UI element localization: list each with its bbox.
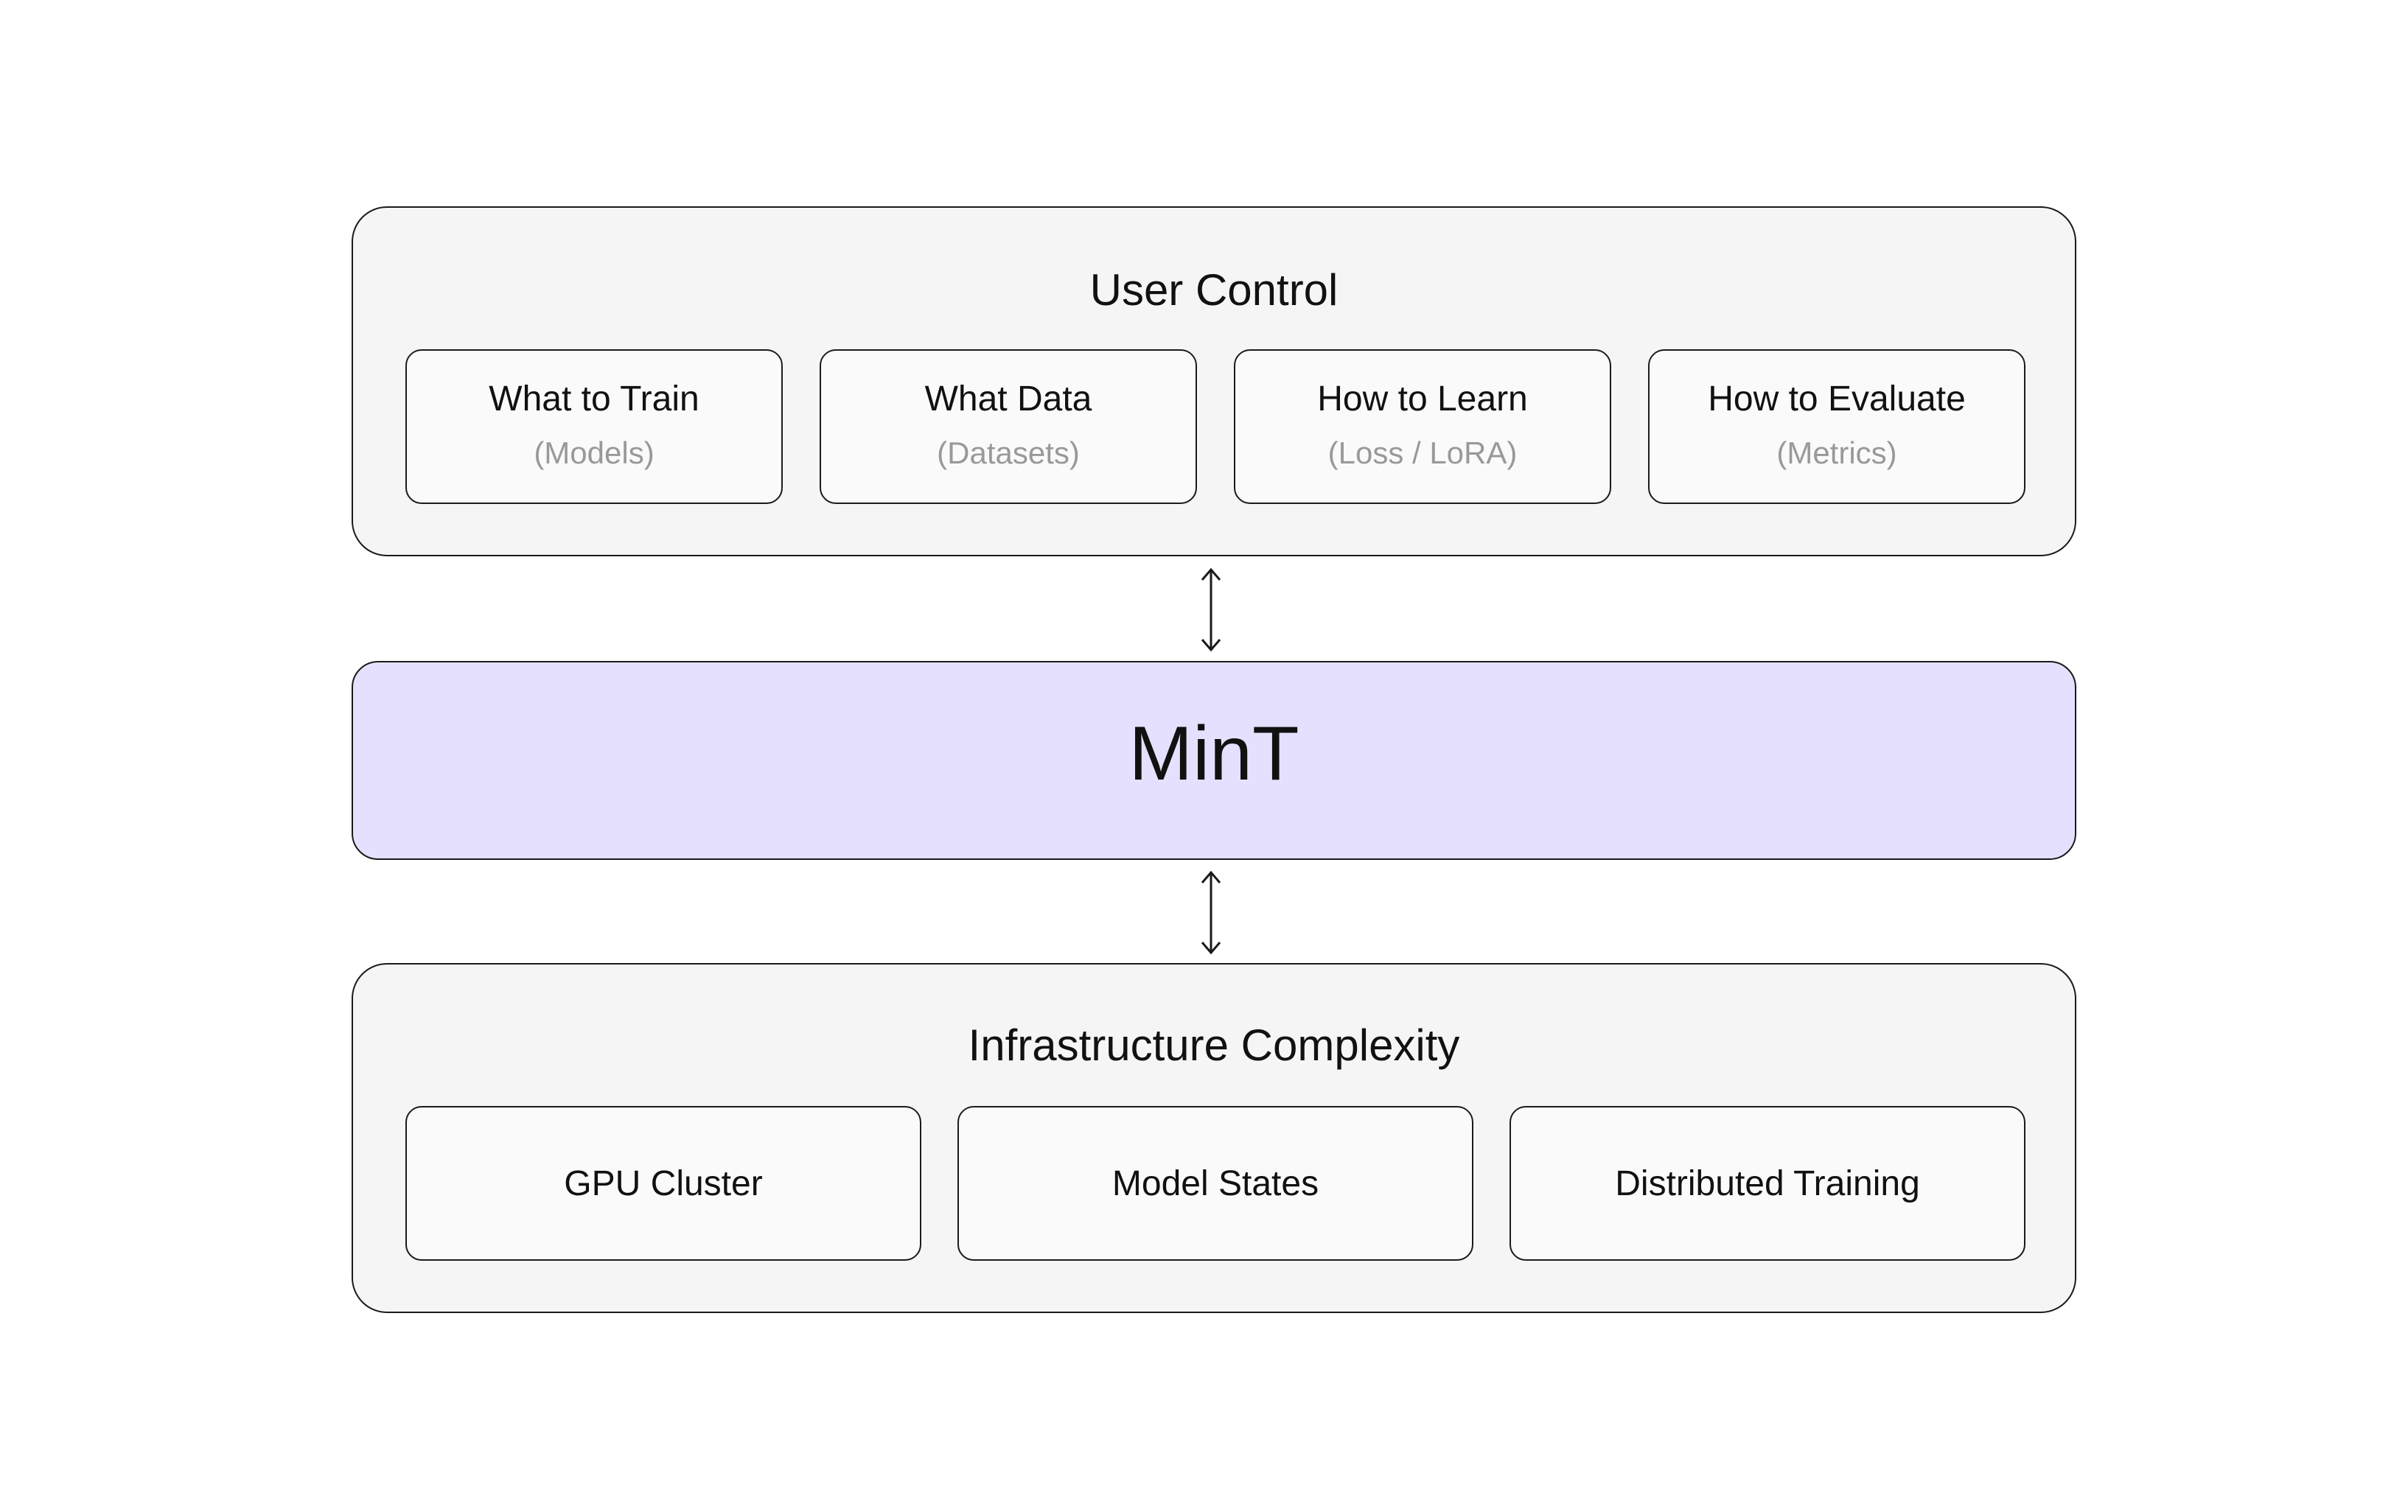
card-gpu-cluster: GPU Cluster — [405, 1106, 921, 1261]
card-how-to-evaluate: How to Evaluate (Metrics) — [1648, 349, 2025, 504]
card-label: Distributed Training — [1615, 1164, 1920, 1203]
card-label: What Data — [924, 379, 1092, 419]
card-sublabel: (Metrics) — [1776, 435, 1897, 470]
card-sublabel: (Loss / LoRA) — [1327, 435, 1518, 470]
infrastructure-panel: Infrastructure Complexity GPU Cluster Mo… — [352, 963, 2076, 1313]
card-label: How to Evaluate — [1708, 379, 1966, 419]
card-what-to-train: What to Train (Models) — [405, 349, 783, 504]
double-arrow-vertical-icon — [1201, 567, 1221, 652]
card-label: What to Train — [489, 379, 699, 419]
card-label: How to Learn — [1317, 379, 1528, 419]
card-sublabel: (Models) — [534, 435, 655, 470]
user-control-panel: User Control What to Train (Models) What… — [352, 206, 2076, 556]
card-what-data: What Data (Datasets) — [820, 349, 1197, 504]
user-control-title: User Control — [1089, 265, 1339, 315]
infrastructure-title: Infrastructure Complexity — [968, 1021, 1460, 1070]
card-label: GPU Cluster — [564, 1164, 763, 1203]
card-label: Model States — [1111, 1164, 1319, 1203]
card-model-states: Model States — [957, 1106, 1473, 1261]
double-arrow-vertical-icon — [1201, 870, 1221, 955]
mint-title: MinT — [1128, 711, 1299, 797]
mint-box: MinT — [352, 661, 2076, 860]
card-distributed-training: Distributed Training — [1510, 1106, 2025, 1261]
card-sublabel: (Datasets) — [937, 435, 1080, 470]
card-how-to-learn: How to Learn (Loss / LoRA) — [1234, 349, 1611, 504]
